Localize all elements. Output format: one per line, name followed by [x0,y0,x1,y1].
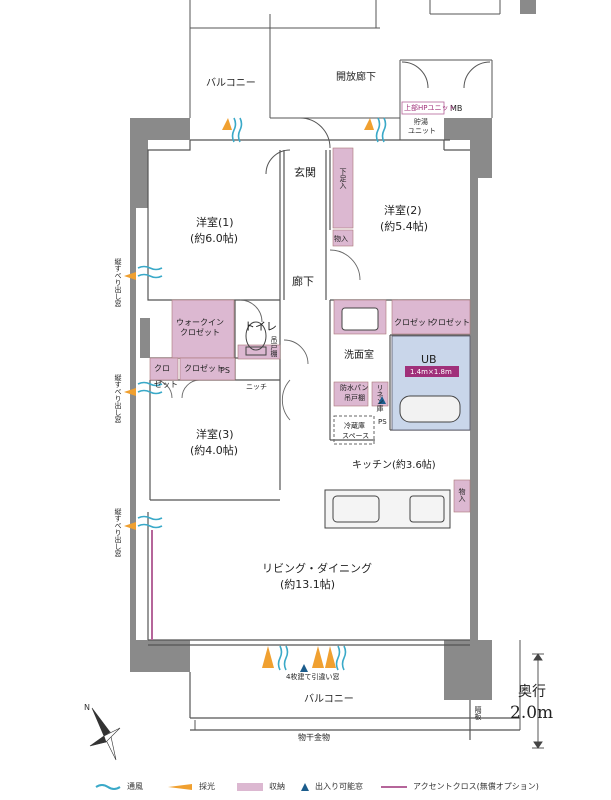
label-balcony-top: バルコニー [206,78,256,89]
legend-accent: アクセントクロス(無償オプション) [381,781,539,792]
fridge-space [333,415,375,445]
legend-window-exit-label: 出入り可能窓 [315,782,363,791]
legend-ventilation: 通風 [95,781,143,792]
storage-swatch [237,782,263,791]
label-hp-unit: 上部HPユニット [404,104,456,112]
legend-accent-label: アクセントクロス(無償オプション) [413,782,539,791]
label-water-heater-1: 貯湯 [414,118,428,126]
kitchen-counter [324,489,451,529]
label-shoe-storage: 下足入 [339,168,347,189]
label-waterproof-pan: 防水パン [340,384,369,392]
accent-swatch [381,785,407,788]
label-toilet: トイレ [244,320,277,333]
label-bedroom2-size: (約5.4帖) [380,220,429,233]
balcony-railing [194,640,521,730]
label-bedroom1-name: 洋室(1) [196,216,234,229]
label-mb: MB [450,104,463,113]
label-linen: リネン庫 [376,384,384,412]
label-fridge-1: 冷蔵庫 [344,422,365,430]
label-ub-size: 1.4m×1.8m [410,368,452,376]
daylight-markers [124,118,374,668]
depth-dimension [532,653,544,749]
top-structure [189,0,501,175]
label-living-name: リビング・ダイニング [262,562,372,575]
label-bedroom3-size: (約4.0帖) [190,444,239,457]
label-toilet-cabinet: 吊戸棚 [270,336,278,357]
svg-text:N: N [84,703,90,712]
label-ub: UB [421,353,437,366]
label-walkin-1: ウォークイン [176,318,224,327]
label-depth-value: 2.0m [510,703,554,723]
label-closet-right-a: クロゼット [394,318,434,327]
label-storage-1: 物入 [334,235,348,243]
label-closet-left-c: クロゼット [184,364,224,373]
label-hallway: 廊下 [292,275,314,288]
toilet-fixture [245,321,267,356]
ventilation-icon [95,783,121,790]
label-side-window-1: 縦すべり出し窓 [114,258,122,307]
hp-unit-box [401,101,445,115]
label-closet-left-b: ゼット [154,380,178,389]
label-washroom: 洗面室 [344,350,374,361]
legend-window-exit: 出入り可能窓 [301,781,363,792]
label-side-window-2: 縦すべり出し窓 [114,374,122,423]
structural-walls [130,0,536,700]
label-ps-right: PS [378,418,387,426]
label-entrance: 玄関 [294,166,316,179]
legend-storage-label: 収納 [269,782,285,791]
label-bedroom2-name: 洋室(2) [384,204,422,217]
label-partition: 隔板 [474,706,482,720]
legend-ventilation-label: 通風 [127,782,143,791]
label-laundry: 物干金物 [298,733,330,742]
label-kitchen: キッチン(約3.6帖) [352,460,436,471]
label-bedroom1-size: (約6.0帖) [190,232,239,245]
label-living-size: (約13.1帖) [280,578,336,591]
label-closet-right-b: クロゼット [430,318,470,327]
label-storage-2: 物入 [458,488,466,502]
ventilation-markers [137,117,387,671]
washbasin [341,307,379,331]
ub-size-tag [405,366,459,377]
label-washroom-cabinet: 吊戸棚 [344,394,365,402]
legend-daylight-label: 採光 [199,782,215,791]
label-side-window-3: 縦すべり出し窓 [114,508,122,557]
label-balcony-bottom: バルコニー [304,694,354,705]
label-depth: 奥行 [518,684,546,700]
label-fridge-2: スペース [342,432,370,440]
label-bedroom3-name: 洋室(3) [196,428,234,441]
label-ps-left: PS [220,366,230,375]
label-niche: ニッチ [246,383,267,391]
daylight-icon [168,783,192,790]
label-closet-left-a: クロ [154,364,170,373]
window-exit-icon [301,782,309,791]
label-walkin-2: クロゼット [180,328,220,337]
label-window-note: 4枚建て引違い窓 [286,673,340,681]
label-open-corridor: 開放廊下 [336,72,376,83]
compass-icon: N [84,703,121,761]
legend: 通風 採光 収納 出入り可能窓 アクセントクロス(無償オプション) [95,778,595,794]
label-water-heater-2: ユニット [408,127,436,135]
bathtub [399,395,461,423]
legend-storage: 収納 [237,781,285,792]
exit-window-markers [300,396,386,672]
legend-daylight: 採光 [167,781,215,792]
